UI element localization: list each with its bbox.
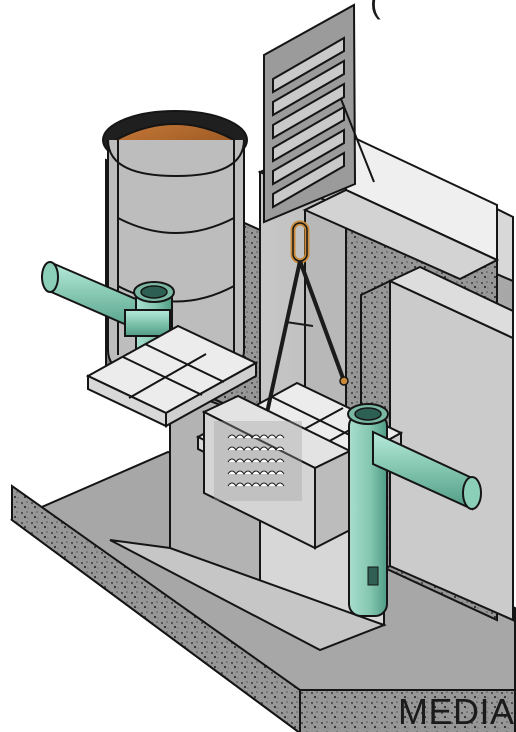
figure-caption-bottom: MEDIA xyxy=(398,691,515,732)
lifting-hook-icon xyxy=(260,220,349,427)
filter-cartridge-icon xyxy=(201,394,353,550)
pipe-icon xyxy=(347,403,482,617)
figure-caption-top: ( xyxy=(370,0,382,20)
